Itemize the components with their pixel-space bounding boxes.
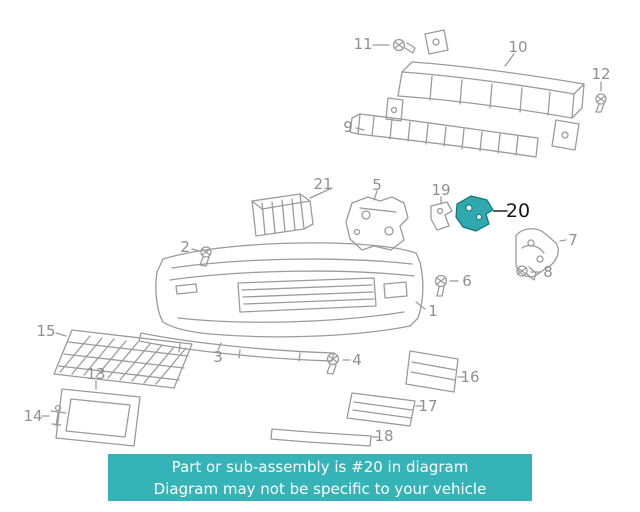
spoiler-strip-part-3 [138,332,335,362]
air-duct-part-21 [251,193,314,237]
impact-bar-part-10 [385,29,585,151]
banner-line-1: Part or sub-assembly is #20 in diagram [171,457,469,476]
retainer-part-19 [430,201,453,231]
trim-strip-part-18 [270,428,372,447]
bumper-cover-part-1 [155,242,424,338]
mesh-grille-part-15 [53,329,193,389]
bolt-part-8 [516,265,537,281]
absorber-part-9 [349,113,539,158]
plate-bracket-part-13 [55,388,141,447]
screw-part-12 [595,93,607,113]
bracket-part-7 [515,228,559,278]
push-clip-part-14 [50,404,67,427]
bracket-part-20-highlighted [455,195,508,232]
bracket-part-5 [345,196,409,251]
fog-bezel-part-17 [346,392,416,427]
bolt-part-4 [326,352,340,375]
leader-lines [41,44,602,438]
banner-line-2: Diagram may not be specific to your vehi… [153,479,487,498]
highlight-banner: Part or sub-assembly is #20 in diagram D… [108,454,532,501]
screw-part-11 [392,38,416,54]
grille-insert-part-16 [405,350,459,393]
bolt-part-6 [434,274,448,297]
screw-part-2 [199,246,212,267]
